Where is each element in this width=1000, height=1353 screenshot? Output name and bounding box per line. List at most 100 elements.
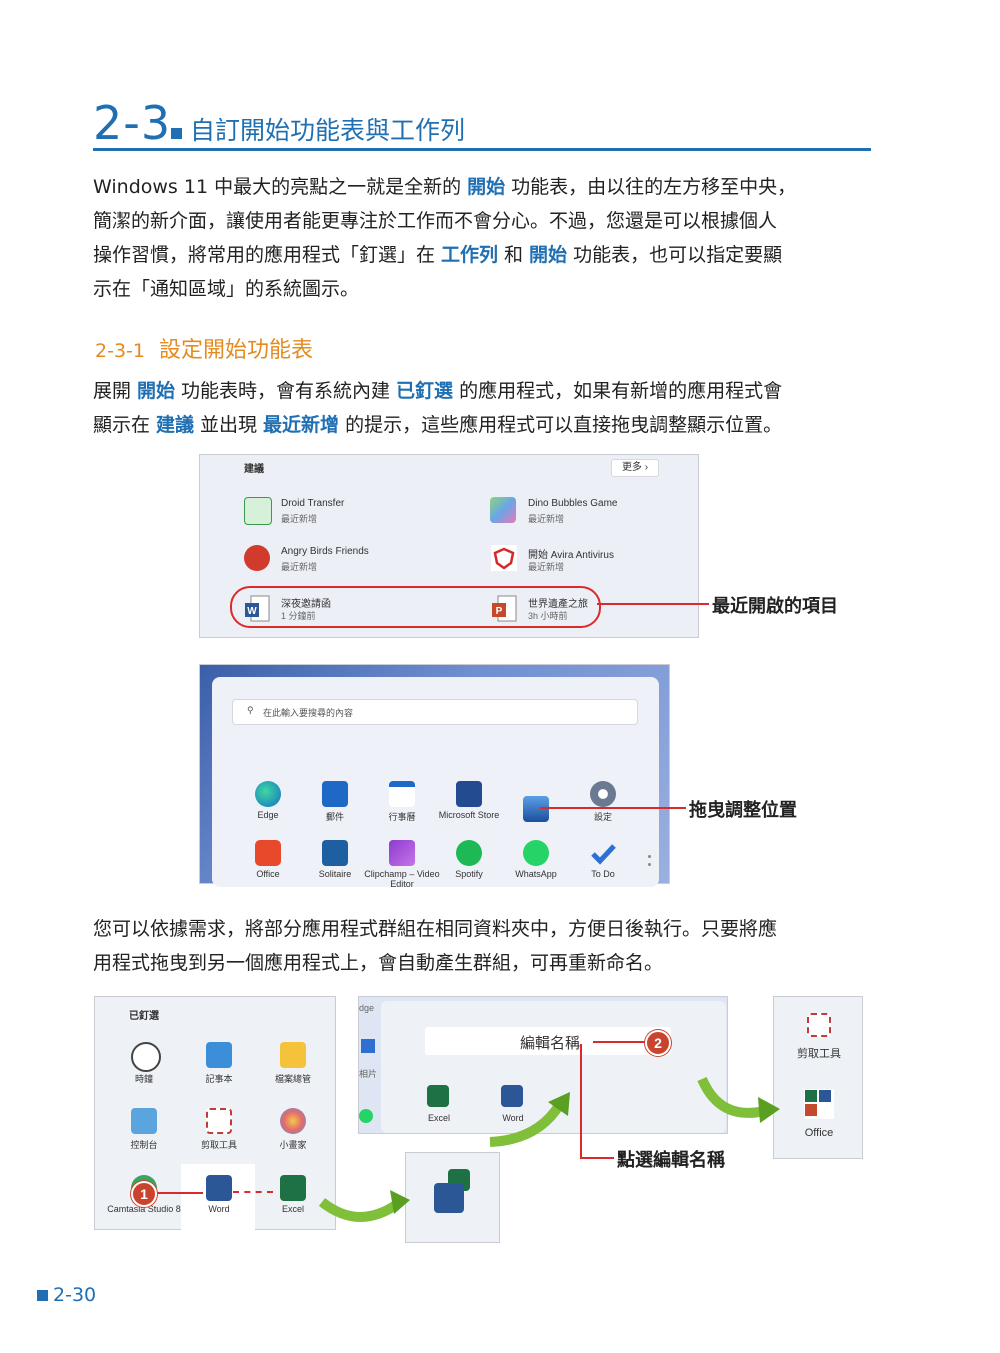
text: 的提示，這些應用程式可以直接拖曳調整顯示位置。	[345, 414, 783, 436]
recommended-item-name[interactable]: Angry Birds Friends	[281, 546, 369, 557]
annotation-line	[580, 1157, 614, 1159]
excel-icon	[805, 1090, 817, 1102]
pinned-header: 已釘選	[129, 1011, 159, 1022]
photos-icon[interactable]	[523, 796, 549, 822]
settings-gear-icon[interactable]	[590, 781, 616, 807]
app-label: 控制台	[130, 1140, 158, 1150]
step-badge: 2	[645, 1030, 671, 1056]
text: 和	[504, 244, 524, 266]
powerpoint-icon	[805, 1104, 817, 1116]
control-panel-icon[interactable]	[131, 1108, 157, 1134]
keyword: 開始	[529, 244, 568, 266]
photos-label: 相片	[359, 1069, 378, 1079]
recommended-item-name[interactable]: Dino Bubbles Game	[528, 498, 618, 509]
spotify-icon[interactable]	[456, 840, 482, 866]
recent-file-name[interactable]: 世界遺產之旅	[528, 599, 588, 610]
photos-icon	[361, 1039, 375, 1053]
app-label: Office	[804, 1127, 834, 1139]
text: 並出現	[200, 414, 258, 436]
clipchamp-icon[interactable]	[389, 840, 415, 866]
annotation-line	[540, 807, 686, 809]
search-icon: ⚲	[247, 705, 254, 715]
chapter-number: 2-3	[93, 96, 172, 150]
calendar-icon[interactable]	[389, 781, 415, 807]
recommended-item-name[interactable]: Droid Transfer	[281, 498, 345, 509]
search-placeholder: 在此輸入要搜尋的內容	[263, 708, 354, 718]
annotation-rename: 點選編輯名稱	[617, 1150, 725, 1171]
solitaire-icon[interactable]	[322, 840, 348, 866]
office-folder-icon[interactable]	[804, 1089, 834, 1119]
text: 簡潔的新介面，讓使用者能更專注於工作而不會分心。不過，您還是可以根據個人	[93, 210, 778, 232]
text: 您可以依據需求，將部分應用程式群組在相同資料夾中，方便日後執行。只要將應	[93, 918, 778, 940]
heading-bullet	[171, 128, 182, 139]
text: 顯示在	[93, 414, 151, 436]
recent-file-time: 1 分鐘前	[281, 611, 316, 621]
recommended-header: 建議	[244, 464, 264, 475]
mail-icon[interactable]	[322, 781, 348, 807]
app-label: 剪取工具	[797, 1048, 841, 1060]
app-label: Camtasia Studio 8	[107, 1204, 181, 1214]
recommended-item-time: 最近新增	[281, 562, 318, 572]
annotation-line	[597, 603, 709, 605]
office-icon[interactable]	[255, 840, 281, 866]
clock-icon[interactable]	[131, 1042, 161, 1072]
more-button[interactable]: 更多 ›	[611, 459, 659, 477]
recommended-item-time: 最近新增	[528, 562, 565, 572]
app-label: Office	[256, 869, 280, 879]
more-label: 更多	[621, 462, 642, 473]
notepad-icon[interactable]	[206, 1042, 232, 1068]
paint-icon[interactable]	[280, 1108, 306, 1134]
todo-check-icon[interactable]	[590, 840, 616, 866]
app-label: 郵件	[325, 812, 344, 822]
droid-transfer-icon	[244, 497, 272, 525]
snipping-tool-icon[interactable]	[206, 1108, 232, 1134]
keyword: 最近新增	[263, 414, 340, 436]
search-box[interactable]: ⚲ 在此輸入要搜尋的內容	[232, 699, 638, 725]
start-menu-screenshot: ⚲ 在此輸入要搜尋的內容 Edge 郵件 行事曆 Microsoft Store…	[199, 664, 670, 889]
app-label: Word	[502, 1113, 524, 1123]
section-number: 2-3-1	[95, 340, 145, 362]
whatsapp-icon[interactable]	[523, 840, 549, 866]
folder-icon[interactable]	[280, 1042, 306, 1068]
app-label: WhatsApp	[515, 869, 557, 879]
keyword: 建議	[156, 414, 195, 436]
text: 的應用程式，如果有新增的應用程式會	[459, 380, 783, 402]
microsoft-store-icon[interactable]	[456, 781, 482, 807]
app-label: 小畫家	[279, 1140, 307, 1150]
intro-paragraph: Windows 11 中最大的亮點之一就是全新的開始 功能表，由以往的左方移至中央…	[93, 170, 873, 306]
word-icon[interactable]	[501, 1085, 523, 1107]
text: Windows 11 中最大的亮點之一就是全新的	[93, 176, 462, 198]
drag-line	[153, 1192, 203, 1194]
excel-icon[interactable]	[427, 1085, 449, 1107]
annotation-recent-items: 最近開啟的項目	[712, 596, 838, 617]
app-label: 記事本	[205, 1074, 233, 1084]
edge-icon[interactable]	[255, 781, 281, 807]
group-paragraph: 您可以依據需求，將部分應用程式群組在相同資料夾中，方便日後執行。只要將應 用程式…	[93, 912, 873, 980]
group-name-text: 編輯名稱	[520, 1034, 581, 1052]
section-heading: 2-3-1 設定開始功能表	[95, 332, 313, 364]
text: 操作習慣，將常用的應用程式「釘選」在	[93, 244, 436, 266]
app-label: 檔案總管	[274, 1074, 311, 1084]
app-label: To Do	[591, 869, 615, 879]
whatsapp-icon	[359, 1109, 373, 1123]
chapter-title: 自訂開始功能表與工作列	[190, 116, 466, 145]
text: 功能表，也可以指定要顯	[573, 244, 783, 266]
excel-icon[interactable]	[280, 1175, 306, 1201]
page-dot	[648, 855, 651, 858]
recent-file-name[interactable]: 深夜邀請函	[281, 599, 331, 610]
app-label: Excel	[427, 1113, 450, 1123]
text: 功能表，由以往的左方移至中央，	[511, 176, 797, 198]
page-dot	[648, 863, 651, 866]
snipping-tool-icon[interactable]	[807, 1013, 831, 1037]
svg-text:W: W	[247, 606, 257, 617]
section-title: 設定開始功能表	[158, 338, 313, 363]
app-label: Clipchamp – Video Editor	[364, 869, 440, 889]
avira-shield-icon	[491, 545, 517, 571]
text: 展開	[93, 380, 132, 402]
word-icon[interactable]	[206, 1175, 232, 1201]
result-group-screenshot: 剪取工具 Office	[773, 996, 863, 1159]
footer-bullet	[37, 1290, 48, 1301]
app-label: Excel	[281, 1204, 304, 1214]
recommended-item-name[interactable]: 開始 Avira Antivirus	[528, 550, 614, 561]
pinned-apps-screenshot: 已釘選 時鐘 記事本 檔案總管 控制台 剪取工具 小畫家 Camtasia St…	[94, 996, 336, 1230]
